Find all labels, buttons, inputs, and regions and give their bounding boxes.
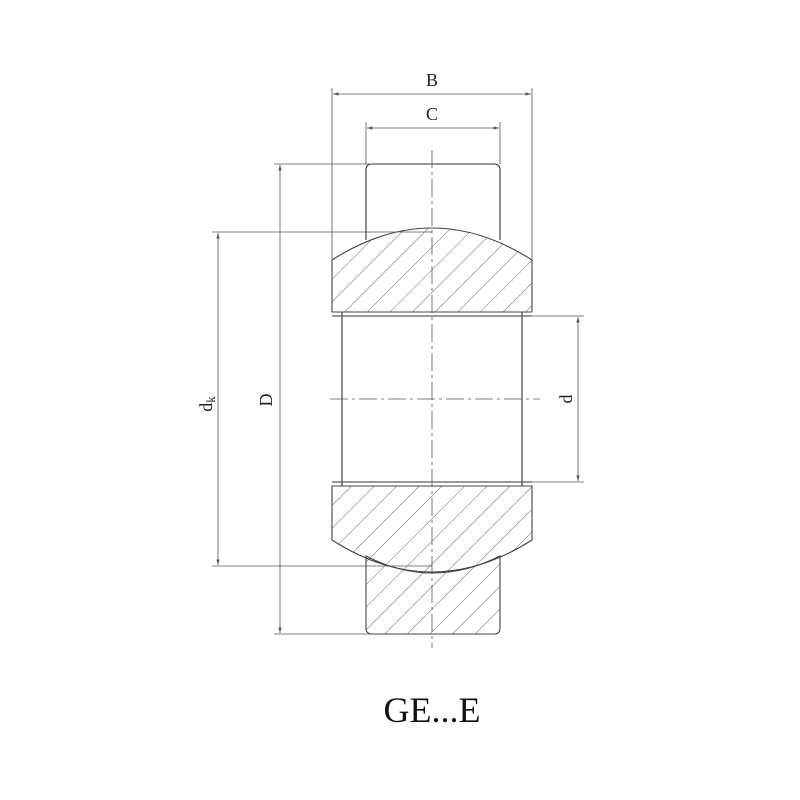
outer-ring-lower-section <box>365 555 501 635</box>
svg-text:dk: dk <box>196 396 218 412</box>
svg-text:D: D <box>256 394 276 407</box>
label-B: B <box>426 70 438 90</box>
label-C: C <box>426 104 438 124</box>
label-dk-sub: k <box>203 396 218 403</box>
label-d: d <box>556 395 576 404</box>
label-dk: dk <box>196 396 218 412</box>
designation-title: GE...E <box>384 690 481 730</box>
label-dk-main: d <box>196 403 216 412</box>
label-D: D <box>256 394 276 407</box>
svg-text:d: d <box>556 395 576 404</box>
